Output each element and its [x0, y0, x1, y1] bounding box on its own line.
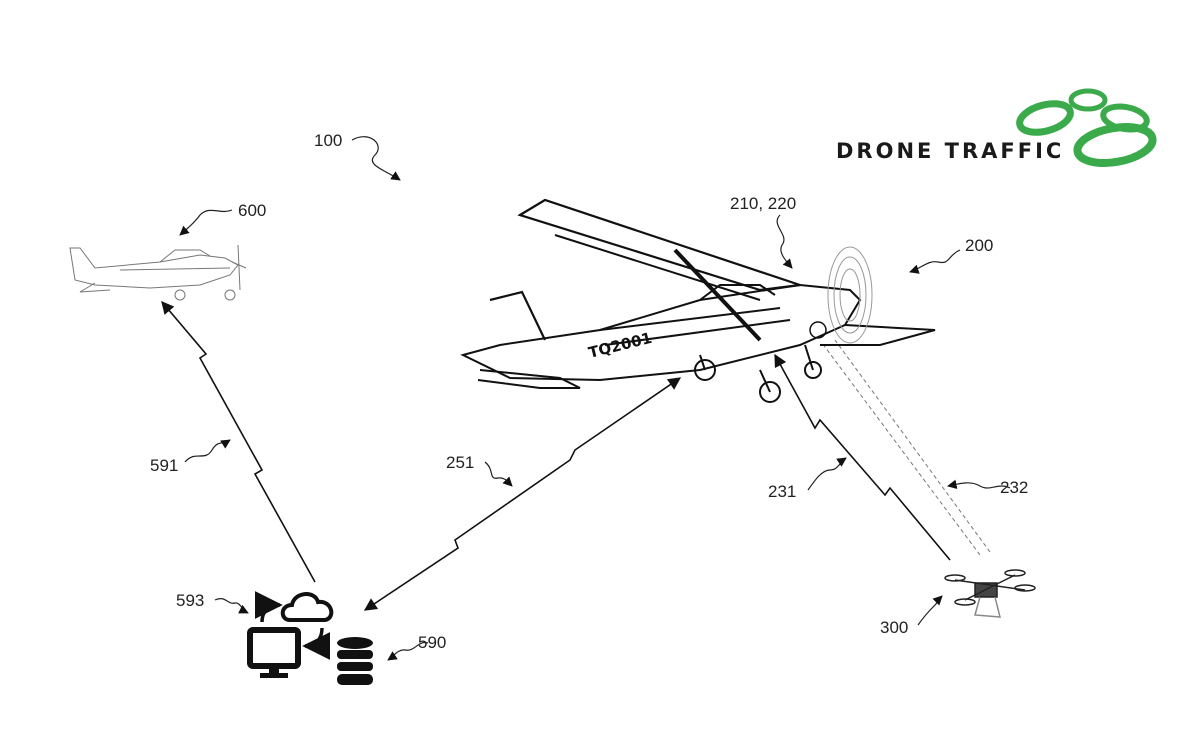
logo-rings-icon	[1016, 88, 1157, 167]
cloud-icon	[280, 592, 334, 622]
label-593: 593	[176, 591, 204, 610]
tail-number: TQ2001	[587, 329, 654, 362]
label-210-220: 210, 220	[730, 194, 796, 213]
communication-links	[161, 301, 991, 611]
label-232: 232	[1000, 478, 1028, 497]
link-231	[774, 353, 951, 561]
leader-lines	[179, 136, 1011, 661]
label-300: 300	[880, 618, 908, 637]
label-251: 251	[446, 453, 474, 472]
link-251	[363, 377, 682, 611]
label-600: 600	[238, 201, 266, 220]
main-aircraft-200	[460, 198, 936, 403]
database-icon	[337, 637, 373, 685]
label-100: 100	[314, 131, 342, 150]
label-231: 231	[768, 482, 796, 501]
sync-arrows-icon	[254, 591, 331, 660]
ground-station-593	[247, 591, 373, 685]
drone-traffic-logo: DRONE TRAFFIC	[836, 88, 1157, 167]
label-591: 591	[150, 456, 178, 475]
computer-monitor-icon	[247, 627, 301, 678]
propeller-disc-icon	[827, 246, 873, 344]
link-591	[161, 301, 316, 583]
label-200: 200	[965, 236, 993, 255]
other-aircraft-600	[69, 244, 247, 301]
drone-300	[944, 569, 1036, 618]
logo-text: DRONE TRAFFIC	[836, 139, 1064, 163]
beam-232	[821, 339, 991, 556]
label-590: 590	[418, 633, 446, 652]
